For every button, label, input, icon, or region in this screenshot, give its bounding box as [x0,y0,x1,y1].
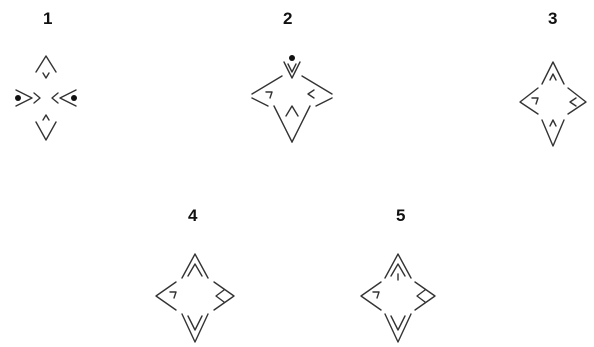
figure-4 [150,250,240,346]
figure-5-bottom-chevron-outer [385,314,411,342]
figure-1-top-chevron [36,56,56,72]
figure-2-top-chevron-inner [288,64,296,72]
figure-2-label: 2 [283,10,292,27]
figure-3 [516,56,590,152]
figure-1-bottom-chevron [36,122,56,140]
figure-4-right-inner [216,290,224,302]
figure-3-left-inner [532,98,538,104]
figure-2-inner-left-mark [266,92,272,98]
figure-3-top-inner [550,74,556,80]
figure-5-left-inner [373,292,379,298]
figure-5-label: 5 [396,207,405,224]
figure-4-top-chevron-outer [182,254,208,278]
figure-4-bottom-chevron-outer [182,314,208,342]
figure-2 [248,48,336,148]
figure-4-top-chevron-inner [188,264,202,276]
figure-4-left-chevron [156,282,176,310]
figure-5-bottom-chevron-inner [391,316,405,330]
figure-2-edge-upper-right [302,76,332,94]
figure-4-left-inner [170,292,176,298]
figure-5-right-inner [417,290,425,302]
figure-2-bottom-inner-peak [286,106,298,116]
figure-3-glyph [516,56,590,152]
figure-2-inner-right-mark [308,90,314,98]
figure-2-edge-lower-right-short [316,98,332,106]
figure-3-bottom-chevron [542,120,564,146]
figure-1-left-dot [15,95,21,101]
figure-4-bottom-chevron-inner [188,316,202,330]
figure-5 [355,250,441,346]
figure-4-label: 4 [188,207,197,224]
figure-3-top-chevron [542,62,564,84]
figure-1 [10,48,82,148]
figure-2-edge-lower-left-short [252,98,268,106]
figure-2-top-dot [289,55,295,61]
figure-1-right-inner [52,93,58,103]
figure-1-left-inner [34,93,40,103]
figure-3-bottom-inner [550,120,556,126]
figure-1-right-dot [71,95,77,101]
figure-3-right-inner [570,98,576,106]
figure-1-label: 1 [43,10,52,27]
figure-4-glyph [150,250,240,346]
figure-3-label: 3 [548,10,557,27]
figure-1-top-inner [43,73,49,78]
figure-1-glyph [10,48,82,148]
figure-5-glyph [355,250,441,346]
figure-1-bottom-inner [43,115,49,120]
figure-2-top-chevron-outer [284,62,300,78]
figure-2-glyph [248,48,336,148]
figure-3-left-chevron [520,88,538,114]
